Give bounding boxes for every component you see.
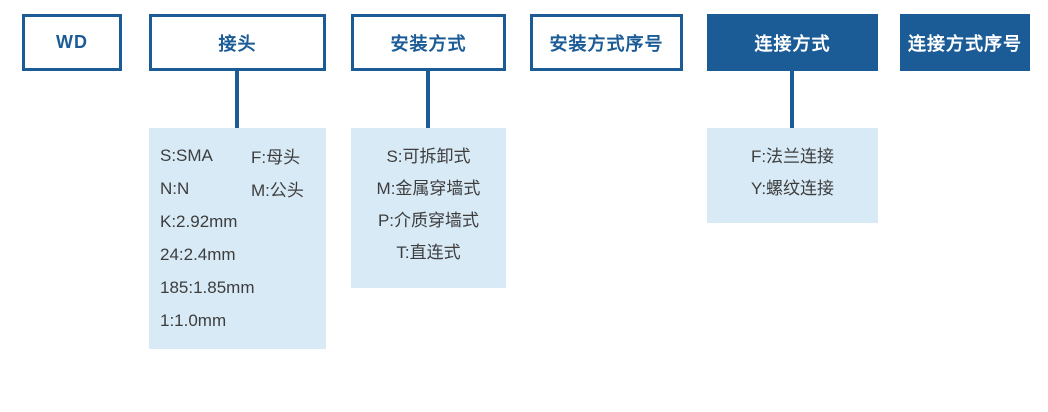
legend-option: T:直连式 [396,243,461,262]
code-box-label: 连接方式序号 [908,33,1022,54]
legend-option: Y:螺纹连接 [750,179,835,198]
legend-option: S:SMA F:母头 [149,139,326,172]
code-box-connection-seq: 连接方式序号 [900,14,1030,71]
legend-option-label: 24:2.4mm [160,244,236,264]
legend-option-label: F:母头 [251,148,301,167]
code-box-label: 安装方式序号 [549,33,664,54]
legend-mounting-options: S:可拆卸式 M:金属穿墙式 P:介质穿墙式 T:直连式 [351,128,506,288]
connector-line-mounting [426,69,430,128]
code-box-mounting: 安装方式 [351,14,506,71]
legend-option-label: M:公头 [251,181,304,200]
legend-option: 24:2.4mm [149,238,326,271]
legend-option-label: S:SMA [160,145,213,165]
code-box-label: 安装方式 [390,33,467,54]
legend-option: N:N M:公头 [149,172,326,205]
legend-option: K:2.92mm [149,205,326,238]
legend-option: S:可拆卸式 [386,147,471,166]
legend-option: P:介质穿墙式 [377,211,480,230]
legend-option: M:金属穿墙式 [376,179,481,198]
legend-option-label: K:2.92mm [160,211,238,231]
code-box-label: WD [56,32,88,52]
code-box-connection: 连接方式 [707,14,878,71]
connector-line-connection [790,69,794,128]
legend-connection-options: F:法兰连接 Y:螺纹连接 [707,128,878,223]
code-box-label: 连接方式 [754,33,831,54]
code-box-mounting-seq: 安装方式序号 [530,14,683,71]
legend-option-label: N:N [160,178,190,198]
legend-option-label: 185:1.85mm [160,277,255,297]
legend-option: 185:1.85mm [149,271,326,304]
connector-line-joint [235,69,239,128]
legend-option-label: 1:1.0mm [160,310,227,330]
code-box-joint: 接头 [149,14,326,71]
code-box-label: 接头 [218,33,257,54]
legend-option: 1:1.0mm [149,304,326,337]
legend-option: F:法兰连接 [750,147,835,166]
code-box-prefix: WD [22,14,122,71]
legend-joint-options: S:SMA F:母头 N:N M:公头 K:2.92mm 24:2.4mm 18… [149,128,326,349]
